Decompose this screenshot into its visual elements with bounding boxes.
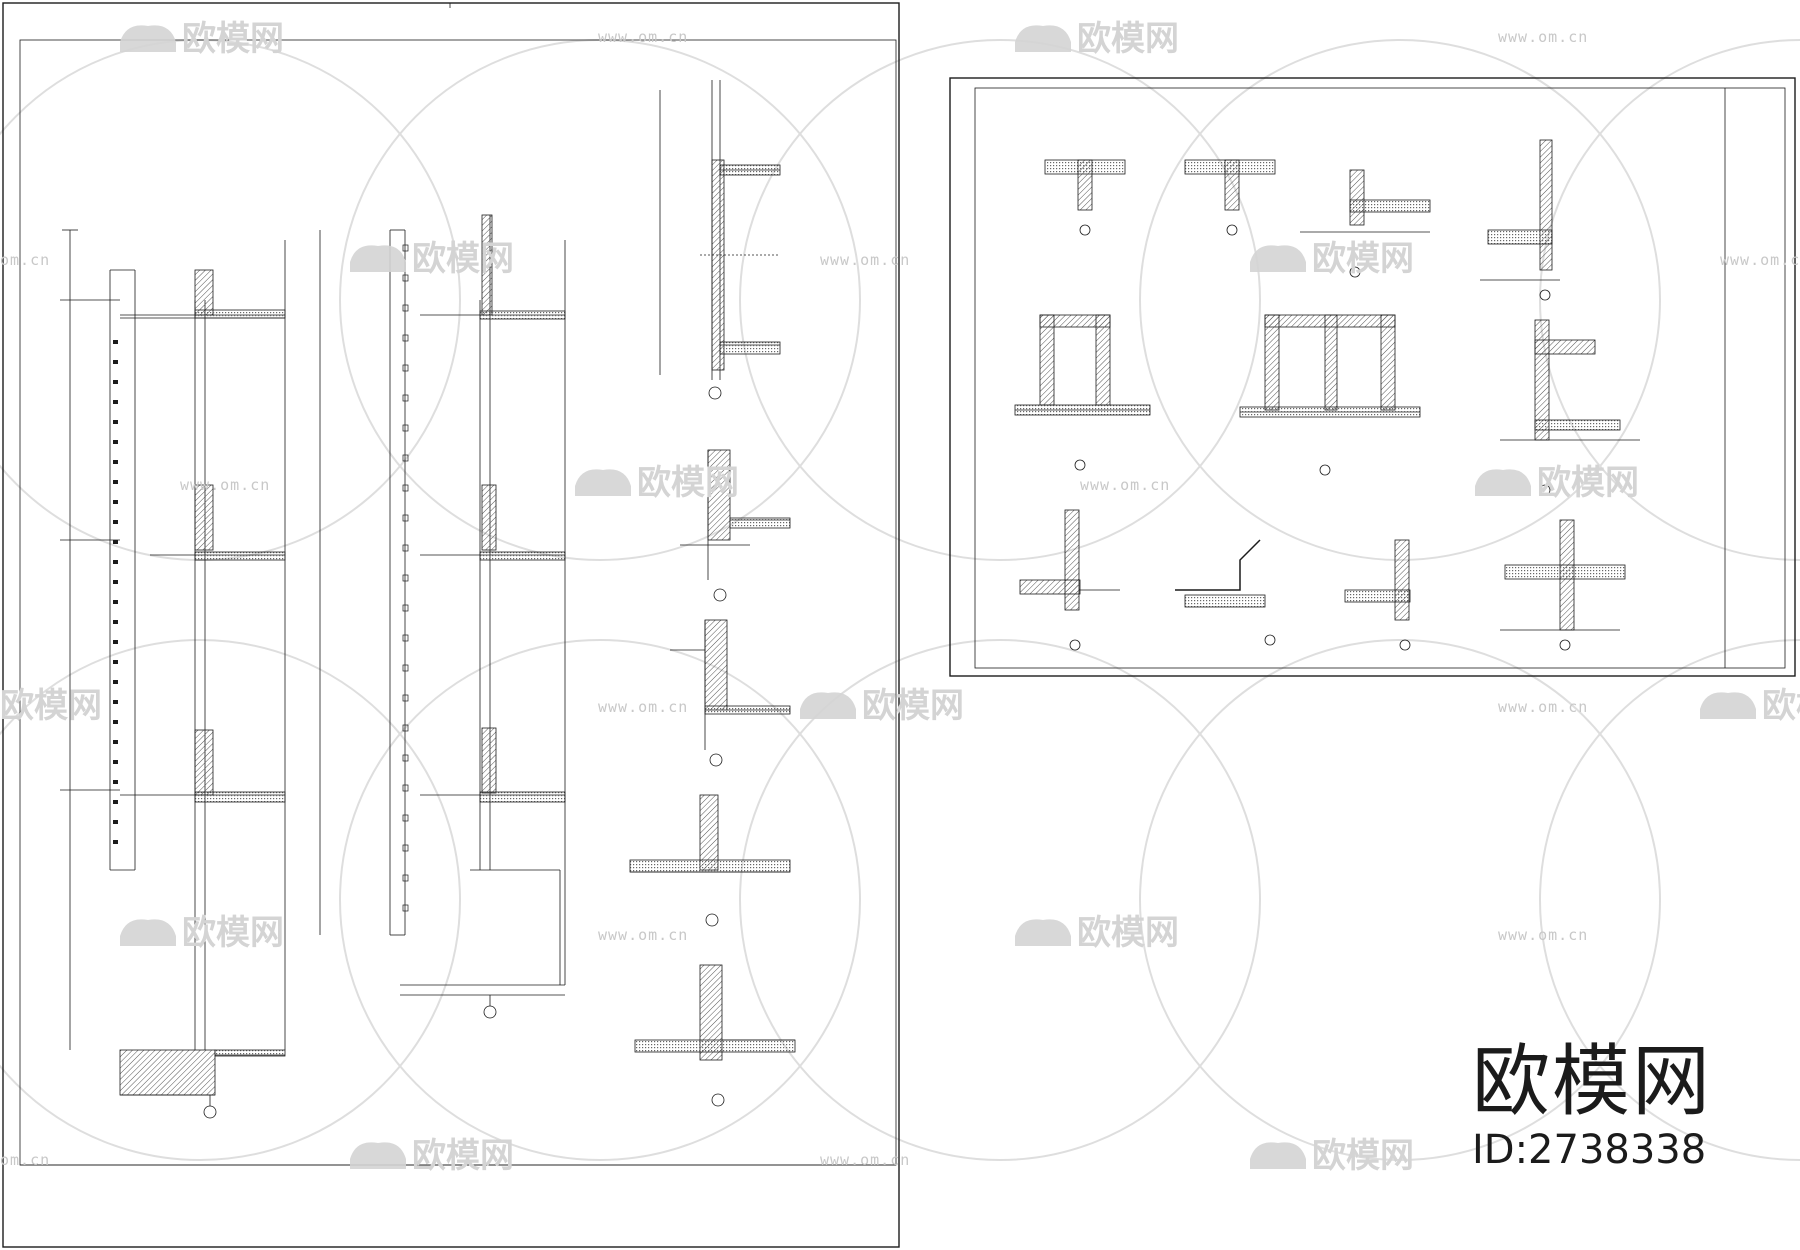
watermark-url: www.om.cn: [1720, 251, 1800, 269]
watermark-url: www.om.cn: [820, 1151, 910, 1169]
brand-name: 欧模网: [1471, 1037, 1712, 1127]
watermark-name: 欧模网: [1312, 1136, 1414, 1176]
window-grid-b: [402, 244, 409, 912]
watermark-arcs: [0, 39, 1800, 1161]
watermark-url: www.om.cn: [1498, 926, 1588, 944]
wall-section-detail-b: [319, 214, 566, 1019]
watermark-name: 欧模网: [1537, 463, 1639, 503]
watermark-url: www.om.cn: [1080, 476, 1170, 494]
watermark-name: 欧模网: [637, 463, 739, 503]
right-drawing-sheet: [949, 77, 1796, 677]
watermark-name: 欧模网: [0, 686, 102, 726]
watermark-name: 欧模网: [1077, 913, 1179, 953]
window-grid-a: [113, 340, 118, 844]
watermark-name: 欧模网: [182, 19, 284, 59]
watermark-url: www.om.cn: [180, 476, 270, 494]
watermark-name: 欧模网: [412, 239, 514, 279]
wall-section-detail-a: [60, 229, 286, 1119]
node-details-row-2: [1014, 314, 1640, 496]
node-details-row-1: [1044, 139, 1560, 301]
watermark-url: www.om.cn: [1498, 28, 1588, 46]
left-drawing-sheet: [2, 2, 900, 1248]
watermark-name: 欧模网: [182, 913, 284, 953]
parapet-details-column: [629, 80, 796, 1107]
brand-watermark: 欧模网 ID:2738338: [1472, 1040, 1712, 1172]
watermark-name: 欧模网: [412, 1136, 514, 1176]
watermark-url: www.om.cn: [820, 251, 910, 269]
watermark-url: www.om.cn: [598, 926, 688, 944]
watermark-url: www.om.cn: [598, 28, 688, 46]
node-details-row-3: [1019, 509, 1626, 651]
watermark-name: 欧模网: [1312, 239, 1414, 279]
watermark-name: 欧模网: [1762, 686, 1800, 726]
brand-id: ID:2738338: [1471, 1127, 1707, 1173]
watermark-url: www.om.cn: [1498, 698, 1588, 716]
watermark-url: om.cn: [0, 251, 50, 269]
watermark-logos: 欧模网 欧模网 欧模网 欧模网 欧模网 欧模网 欧模网 欧模网: [0, 19, 1800, 1176]
watermark-url: www.om.cn: [598, 698, 688, 716]
watermark-url: om.cn: [0, 1151, 50, 1169]
watermark-name: 欧模网: [1077, 19, 1179, 59]
watermark-name: 欧模网: [862, 686, 964, 726]
watermark-urls: www.om.cn www.om.cn om.cn www.om.cn www.…: [0, 28, 1800, 1169]
